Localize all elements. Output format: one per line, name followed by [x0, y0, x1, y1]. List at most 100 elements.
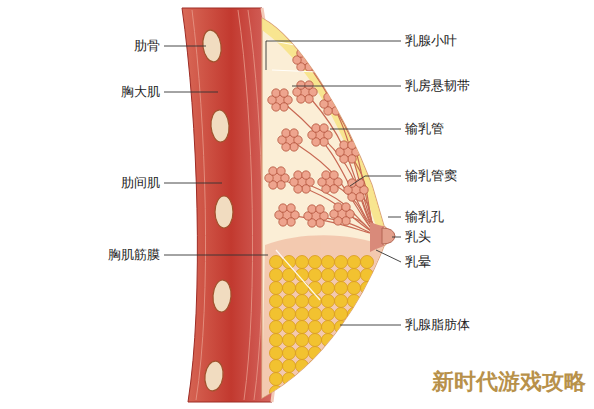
- lobule-acinus: [316, 205, 324, 213]
- fat-globule: [296, 386, 309, 399]
- fat-globule: [322, 386, 335, 399]
- fat-globule: [322, 360, 335, 373]
- fat-globule: [270, 308, 283, 321]
- lobule-acinus: [290, 143, 298, 151]
- fat-globule: [361, 256, 374, 269]
- fat-globule: [348, 321, 361, 334]
- fat-globule: [335, 360, 348, 373]
- fat-globule: [322, 269, 335, 282]
- fat-globule: [348, 360, 361, 373]
- part-name: 肋骨: [134, 38, 160, 54]
- fat-globule: [309, 347, 322, 360]
- lobule-acinus: [356, 179, 364, 187]
- fat-globule: [335, 256, 348, 269]
- lobule-acinus: [279, 204, 287, 212]
- fat-globule: [361, 308, 374, 321]
- fat-globule: [335, 282, 348, 295]
- fat-globule: [296, 347, 309, 360]
- fat-globule: [283, 386, 296, 399]
- lobule-acinus: [336, 100, 344, 108]
- fat-globule: [309, 308, 322, 321]
- lobule-acinus: [302, 185, 310, 193]
- lobule-acinus: [332, 107, 340, 115]
- fat-globule: [309, 386, 322, 399]
- fat-globule: [296, 360, 309, 373]
- lobule-acinus: [277, 181, 285, 189]
- fat-globule: [270, 269, 283, 282]
- lobule-acinus: [334, 203, 342, 211]
- milk-duct: [290, 140, 388, 236]
- lobule-acinus: [340, 141, 348, 149]
- fat-globule: [335, 269, 348, 282]
- fat-globule: [361, 321, 374, 334]
- fat-globule: [348, 269, 361, 282]
- lobule-acinus: [348, 155, 356, 163]
- fat-globule: [270, 321, 283, 334]
- lobule-acinus: [342, 203, 350, 211]
- suspensory-ligaments: [268, 40, 320, 300]
- fat-globule: [283, 334, 296, 347]
- breast-outline: [262, 18, 390, 398]
- fat-globule: [348, 347, 361, 360]
- lobule-acinus: [272, 89, 280, 97]
- fat-globule: [335, 386, 348, 399]
- fat-globule: [296, 256, 309, 269]
- fat-globule: [361, 295, 374, 308]
- fat-globule: [335, 308, 348, 321]
- fat-lobules: [270, 256, 374, 399]
- fat-globule: [361, 282, 374, 295]
- lobule-acinus: [316, 219, 324, 227]
- fat-globule: [322, 295, 335, 308]
- lobule-acinus: [305, 49, 313, 57]
- nipple: [382, 228, 395, 244]
- fat-globule: [322, 334, 335, 347]
- lobule-acinus: [269, 167, 277, 175]
- fat-globule: [322, 256, 335, 269]
- watermark: 新时代游戏攻略: [432, 369, 586, 395]
- fat-globule: [296, 295, 309, 308]
- fat-globule: [283, 256, 296, 269]
- muscle-fibres: [192, 10, 263, 400]
- fat-globule: [361, 347, 374, 360]
- fat-globule: [296, 334, 309, 347]
- fat-globule: [283, 321, 296, 334]
- part-name: 输乳管: [405, 121, 444, 137]
- lobule-acinus: [348, 141, 356, 149]
- fat-globule: [270, 334, 283, 347]
- leader-lines: [164, 41, 401, 325]
- fat-globule: [296, 321, 309, 334]
- fat-globule: [283, 308, 296, 321]
- fat-globule: [283, 360, 296, 373]
- fat-globule: [270, 373, 283, 386]
- part-name: 乳腺脂肪体: [405, 317, 470, 333]
- lobule-acinus: [320, 124, 328, 132]
- fat-globule: [296, 308, 309, 321]
- fat-globule: [348, 308, 361, 321]
- fat-globule: [270, 282, 283, 295]
- fat-globule: [309, 256, 322, 269]
- part-name: 输乳孔: [405, 209, 444, 225]
- fat-globule: [335, 347, 348, 360]
- fat-globule: [361, 373, 374, 386]
- fat-globule: [361, 334, 374, 347]
- fat-globule: [309, 321, 322, 334]
- part-name: 胸肌筋膜: [108, 247, 160, 263]
- lobule-acinus: [342, 217, 350, 225]
- part-name: 输乳管窦: [405, 168, 457, 184]
- fat-globule: [348, 282, 361, 295]
- lobule-acinus: [312, 124, 320, 132]
- lobule-acinus: [297, 81, 305, 89]
- milk-duct: [305, 92, 388, 236]
- fat-globule: [361, 386, 374, 399]
- fat-globule: [322, 321, 335, 334]
- fat-globule: [270, 360, 283, 373]
- milk-duct: [332, 104, 388, 236]
- lobule-acinus: [297, 49, 305, 57]
- lobule-acinus: [332, 93, 340, 101]
- fat-globule: [309, 334, 322, 347]
- gland-lobules: [265, 49, 368, 227]
- lobule-acinus: [305, 81, 313, 89]
- fat-globule: [283, 295, 296, 308]
- part-name: 肋间肌: [121, 175, 160, 191]
